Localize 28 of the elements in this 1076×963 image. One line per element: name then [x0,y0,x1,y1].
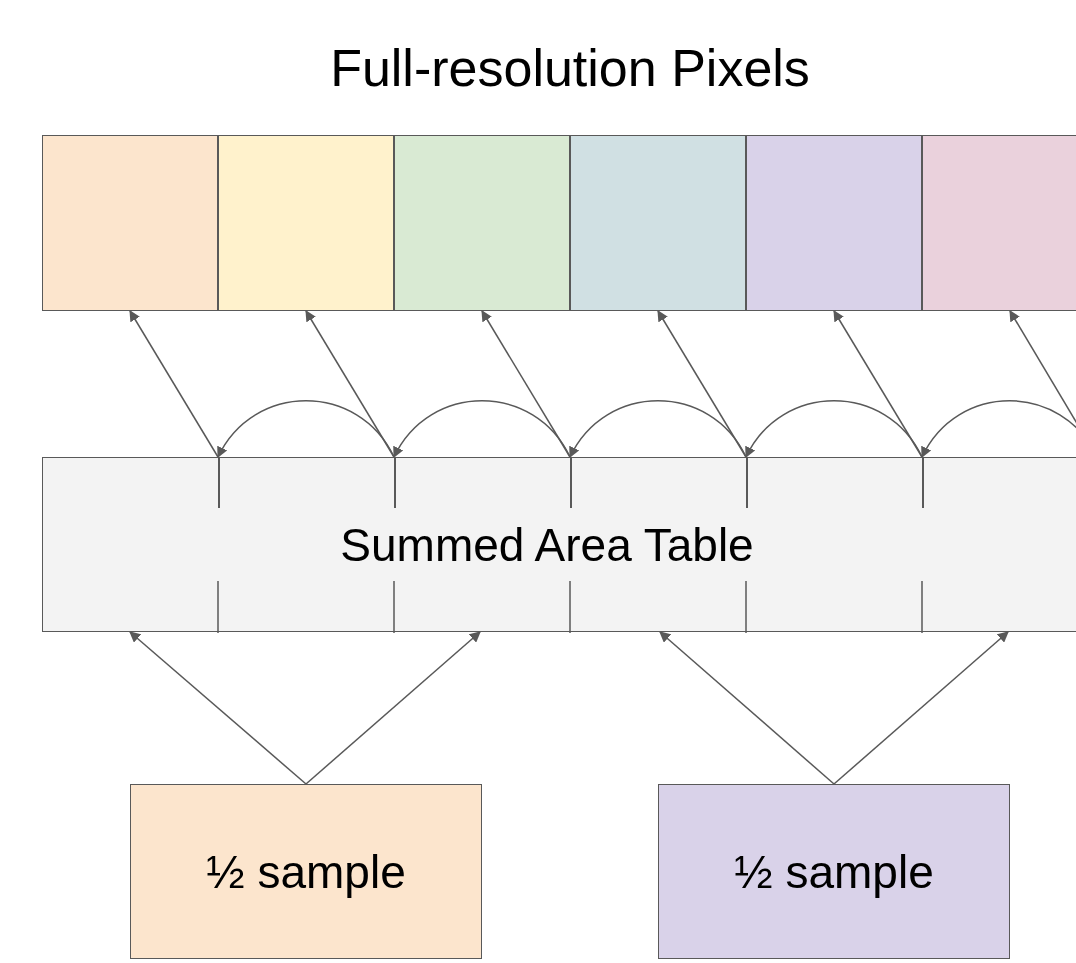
node-label: Summed Area Table [340,517,755,572]
divider-tick [746,458,748,508]
pixel-box [218,135,394,311]
arrow [305,631,481,785]
arrow [217,400,395,458]
arrow [833,631,1009,785]
arrow [659,631,835,785]
arrow [569,400,747,458]
divider-tick [570,458,572,508]
pixel-box [570,135,746,311]
arrow [129,310,219,458]
node-label: ½ sample [206,844,406,899]
divider-tick [922,458,924,508]
arrow [129,631,307,785]
arrow [921,400,1076,458]
pixel-box [746,135,922,311]
diagram-title: Full-resolution Pixels [329,38,811,98]
sample-box [658,784,1010,959]
pixel-box [42,135,218,311]
summed-area-table-box [42,457,1076,632]
node-label: ½ sample [734,844,934,899]
arrow [393,400,571,458]
divider-tick [218,458,220,508]
divider-tick [394,458,396,508]
arrow [745,400,923,458]
pixel-box [394,135,570,311]
sample-box [130,784,482,959]
pixel-box [922,135,1076,311]
